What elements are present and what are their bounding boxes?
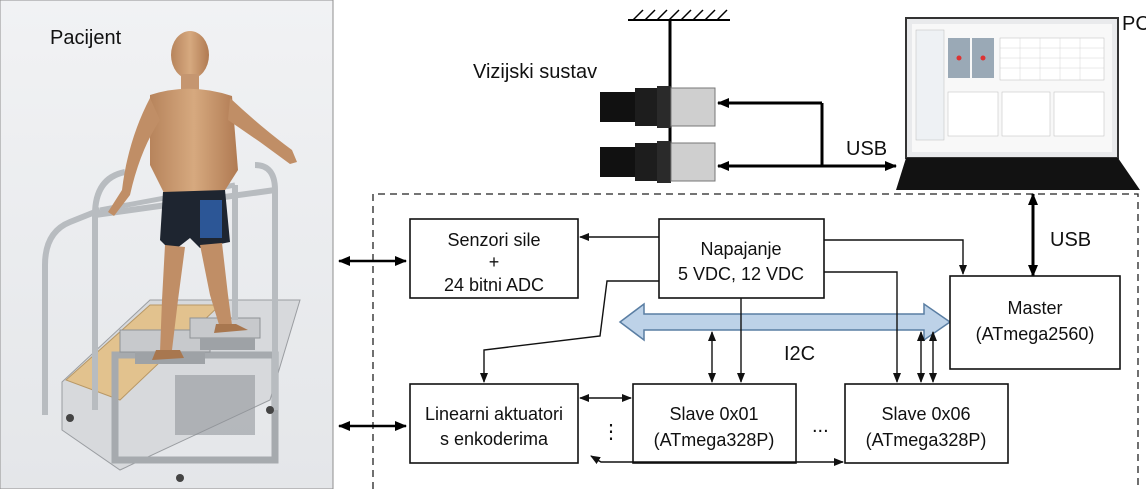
- slave-0x06-box: Slave 0x06 (ATmega328P): [844, 383, 1009, 464]
- pc-laptop-icon: PC: [896, 13, 1146, 190]
- svg-text:Senzori sile: Senzori sile: [447, 230, 540, 250]
- master-box: Master (ATmega2560): [949, 275, 1121, 370]
- dots-left: ⋮: [601, 421, 621, 443]
- power-supply-box: Napajanje 5 VDC, 12 VDC: [658, 218, 825, 299]
- slave-0x01-box: Slave 0x01 (ATmega328P): [632, 383, 797, 464]
- svg-text:Slave 0x01: Slave 0x01: [669, 404, 758, 424]
- i2c-label: I2C: [784, 343, 815, 365]
- svg-text:(ATmega328P): (ATmega328P): [866, 430, 987, 450]
- patient-figure: [108, 31, 297, 360]
- patient-label: Pacijent: [50, 27, 122, 49]
- camera-2-icon: [600, 141, 716, 183]
- svg-text:(ATmega2560): (ATmega2560): [976, 324, 1095, 344]
- svg-text:Linearni aktuatori: Linearni aktuatori: [425, 404, 563, 424]
- svg-text:+: +: [489, 252, 500, 272]
- actuator-slave-links: ⋮ ...: [579, 394, 844, 466]
- svg-text:s enkoderima: s enkoderima: [440, 429, 549, 449]
- frame-illustration: [42, 162, 301, 482]
- svg-text:(ATmega328P): (ATmega328P): [654, 430, 775, 450]
- usb-master-link: USB: [1028, 193, 1091, 277]
- force-sensors-box: Senzori sile + 24 bitni ADC: [409, 218, 579, 299]
- pc-label: PC: [1122, 13, 1146, 35]
- platform-render: Pacijent: [0, 0, 334, 489]
- svg-text:Master: Master: [1007, 298, 1062, 318]
- controller-enclosure: [372, 193, 1139, 489]
- svg-text:24 bitni ADC: 24 bitni ADC: [444, 275, 544, 295]
- external-links: [338, 256, 407, 431]
- i2c-bus: I2C: [618, 302, 952, 365]
- usb-right-label: USB: [1050, 229, 1091, 251]
- usb-top-label: USB: [846, 138, 887, 160]
- camera-1-icon: [600, 86, 716, 128]
- dots-mid: ...: [812, 415, 829, 437]
- vision-label: Vizijski sustav: [473, 61, 597, 83]
- bus-taps: [708, 331, 937, 383]
- vision-system: Vizijski sustav: [473, 9, 730, 183]
- linear-actuators-box: Linearni aktuatori s enkoderima: [409, 383, 579, 464]
- svg-text:5 VDC, 12 VDC: 5 VDC, 12 VDC: [678, 264, 804, 284]
- usb-camera-link: USB: [717, 98, 897, 171]
- svg-text:Napajanje: Napajanje: [700, 239, 781, 259]
- svg-text:Slave 0x06: Slave 0x06: [881, 404, 970, 424]
- power-lines: [480, 233, 967, 383]
